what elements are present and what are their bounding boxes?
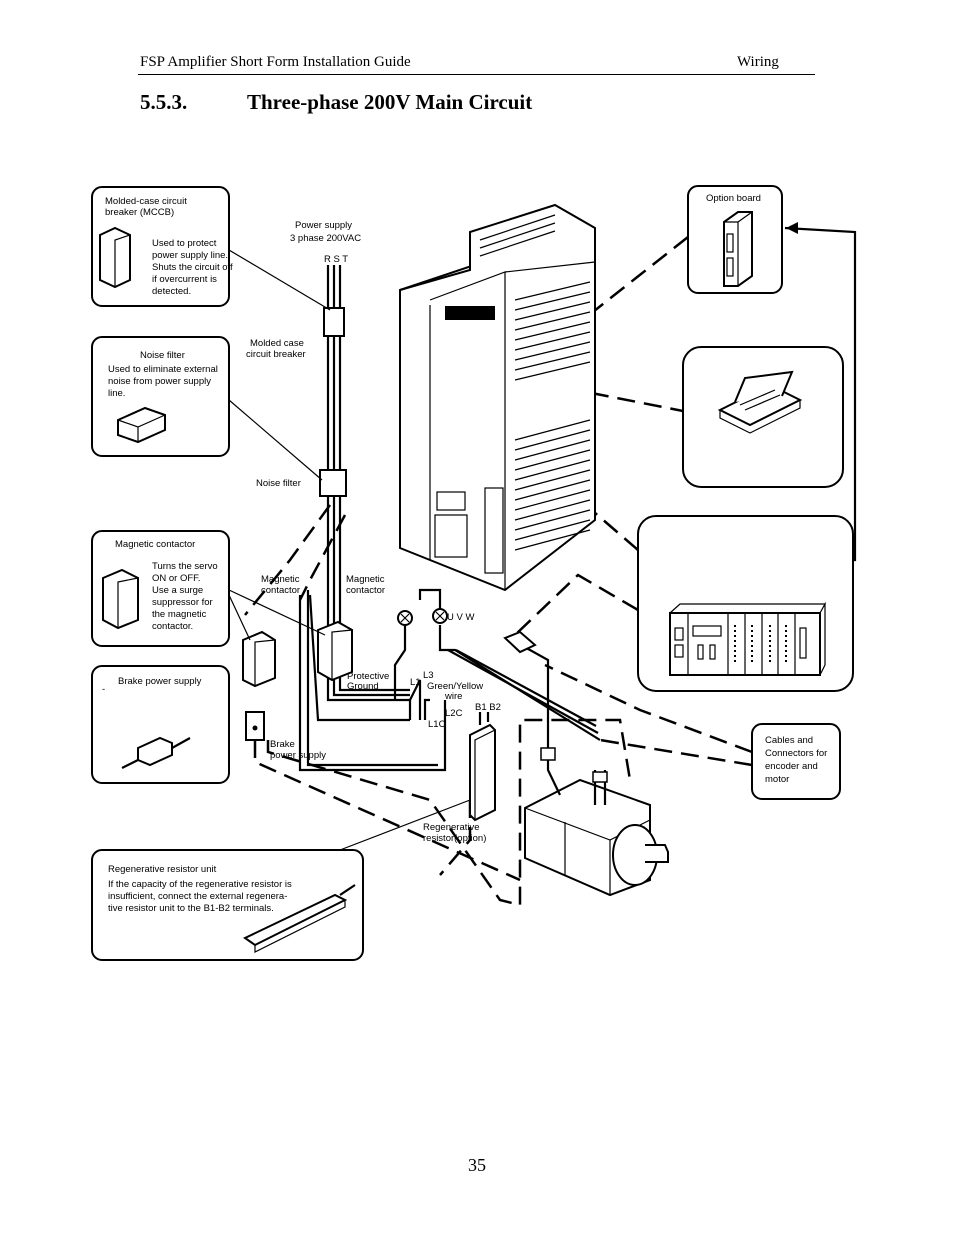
mccb-desc: Shuts the circuit off <box>152 262 233 273</box>
magnetic-desc: ON or OFF. <box>152 573 201 584</box>
servo-motor <box>503 630 669 897</box>
label-contactor-b: contactor <box>346 585 385 596</box>
pc-info-box <box>682 346 844 488</box>
noise-desc: Used to eliminate external <box>108 364 218 375</box>
label-wire: wire <box>444 691 462 702</box>
contactor-icon <box>102 568 139 630</box>
mccb-desc: Used to protect <box>152 238 217 249</box>
label-phase: 3 phase 200VAC <box>290 233 361 244</box>
header-section: Wiring <box>737 54 779 70</box>
label-l1c: L1C <box>428 719 446 730</box>
label-l3: L3 <box>423 670 434 681</box>
option-box-title: Option board <box>706 193 761 204</box>
mccb-desc: if overcurrent is <box>152 274 217 285</box>
label-ground: Ground <box>347 681 379 692</box>
brake-box-title: Brake power supply <box>118 676 202 687</box>
servo-amplifier <box>393 203 601 741</box>
cables-desc: Cables and <box>765 735 813 746</box>
controller-info-box <box>637 515 854 692</box>
magnetic-box-title: Magnetic contactor <box>115 539 195 550</box>
label-regenerative: Regenerative <box>423 822 480 833</box>
noise-filter-symbol <box>319 469 347 497</box>
label-protective: Protective <box>347 671 389 682</box>
label-contactor-a: contactor <box>261 585 300 596</box>
label-l1: L1 <box>410 677 421 688</box>
brake-info-box: Brake power supply - <box>91 665 230 784</box>
option-board-info-box: Option board <box>687 185 783 294</box>
magnetic-desc: Turns the servo <box>152 561 218 572</box>
noise-desc: noise from power supply <box>108 376 211 387</box>
regen-info-box: Regenerative resistor unit If the capaci… <box>91 849 364 961</box>
mccb-symbol <box>323 307 345 337</box>
mccb-desc: detected. <box>152 286 191 297</box>
label-brake: Brake <box>270 739 295 750</box>
brake-box-mark: - <box>102 684 105 695</box>
magnetic-contactor-symbols <box>242 620 353 688</box>
noise-box-title: Noise filter <box>140 350 185 361</box>
header-rule <box>138 74 815 75</box>
cables-desc: Connectors for <box>765 748 827 759</box>
label-resistor-option: resistor(option) <box>423 833 486 844</box>
magnetic-desc: suppressor for <box>152 597 213 608</box>
label-magnetic-b: Magnetic <box>346 574 385 585</box>
noise-filter-info-box: Noise filter Used to eliminate external … <box>91 336 230 457</box>
power-cable <box>298 265 447 772</box>
label-uvw: U V W <box>447 612 474 623</box>
label-noise-filter: Noise filter <box>256 478 301 489</box>
regen-desc: insufficient, connect the external regen… <box>108 891 287 902</box>
diagram-labels: Power supply 3 phase 200VAC R S T Molded… <box>246 220 501 844</box>
mccb-box-subtitle: breaker (MCCB) <box>105 207 174 218</box>
regen-box-title: Regenerative resistor unit <box>108 864 217 875</box>
label-power-supply: Power supply <box>295 220 352 231</box>
magnetic-desc: the magnetic <box>152 609 207 620</box>
cables-desc: motor <box>765 774 789 785</box>
cables-info-box: Cables and Connectors for encoder and mo… <box>751 723 841 800</box>
regen-desc: If the capacity of the regenerative resi… <box>108 879 292 890</box>
page-number: 35 <box>468 1155 486 1175</box>
header-title: FSP Amplifier Short Form Installation Gu… <box>140 54 411 70</box>
section-title: Three-phase 200V Main Circuit <box>247 90 533 114</box>
noise-desc: line. <box>108 388 125 399</box>
mccb-desc: power supply line. <box>152 250 228 261</box>
plc-rack-icon <box>669 601 827 676</box>
label-brake-power-supply: power supply <box>270 750 326 761</box>
label-molded-case: Molded case <box>250 338 304 349</box>
label-l2c: L2C <box>445 708 463 719</box>
section-heading: 5.5.3. Three-phase 200V Main Circuit <box>140 90 532 115</box>
mccb-box-title: Molded-case circuit <box>105 196 187 207</box>
section-number: 5.5.3. <box>140 90 188 114</box>
magnetic-contactor-info-box: Magnetic contactor Turns the servo ON or… <box>91 530 230 647</box>
regen-desc: tive resistor unit to the B1-B2 terminal… <box>108 903 274 914</box>
label-green-yellow: Green/Yellow <box>427 681 483 692</box>
mccb-info-box: Molded-case circuit breaker (MCCB) Used … <box>91 186 233 307</box>
label-b1-b2: B1 B2 <box>475 702 501 713</box>
magnetic-desc: Use a surge <box>152 585 203 596</box>
cables-desc: encoder and <box>765 761 818 772</box>
regenerative-resistor <box>469 712 496 822</box>
magnetic-desc: contactor. <box>152 621 193 632</box>
label-circuit-breaker: circuit breaker <box>246 349 306 360</box>
label-rst: R S T <box>324 254 348 265</box>
label-magnetic-a: Magnetic <box>261 574 300 585</box>
arrow-head-icon <box>786 222 798 234</box>
